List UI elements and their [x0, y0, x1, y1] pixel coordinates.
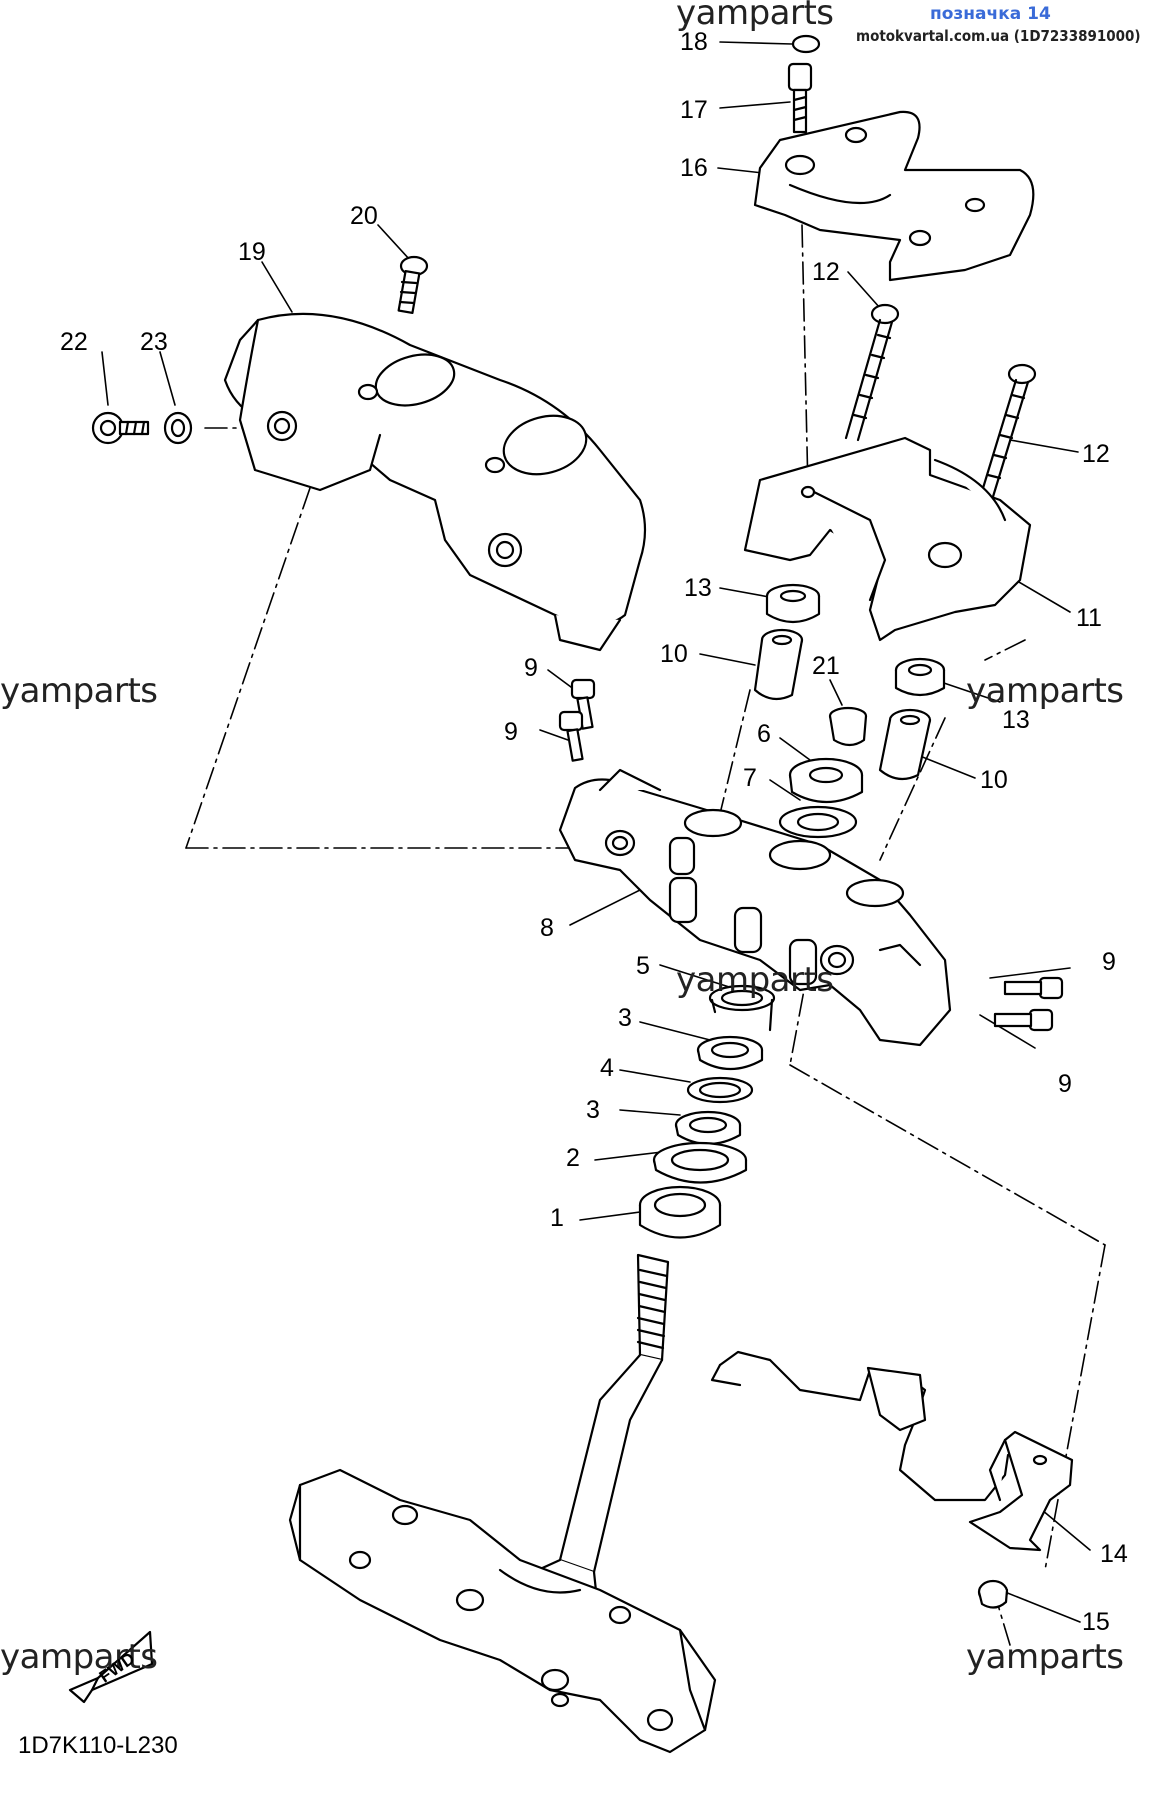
diagram-code: 1D7K110-L230	[18, 1732, 178, 1759]
callout-7: 7	[743, 764, 757, 792]
part-6-nut	[788, 757, 864, 803]
callout-11: 11	[1076, 604, 1102, 632]
callout-21: 21	[812, 652, 840, 680]
callout-2: 2	[566, 1144, 580, 1172]
part-7-washer	[778, 805, 858, 839]
callout-20: 20	[350, 202, 378, 230]
part-13-nut-left	[765, 583, 821, 624]
callout-15: 15	[1082, 1608, 1110, 1636]
callout-13-left: 13	[684, 574, 712, 602]
watermark: yamparts	[0, 671, 158, 711]
callout-12-upper: 12	[812, 258, 840, 286]
callout-6: 6	[757, 720, 771, 748]
callout-1: 1	[550, 1204, 564, 1232]
part-8-upper-bracket	[558, 768, 952, 1047]
lower-bracket	[288, 1468, 717, 1754]
callout-5: 5	[636, 952, 650, 980]
steering-stem	[503, 1253, 670, 1614]
part-17-bolt	[787, 62, 813, 134]
part-9-bolt-c	[1003, 976, 1064, 1000]
part-23-washer	[163, 411, 193, 445]
watermark: yamparts	[966, 1637, 1124, 1677]
part-22-bolt	[91, 411, 150, 445]
part-12-bolt-right	[978, 363, 1037, 502]
part-20-screw	[397, 255, 429, 315]
part-21-collar	[828, 706, 868, 747]
part-10-bushing-left	[753, 628, 804, 701]
part-4-washer	[686, 1076, 754, 1104]
part-18-cap	[791, 34, 821, 54]
part-14-bracket	[710, 1350, 1074, 1552]
callout-23: 23	[140, 328, 168, 356]
callout-12-lower: 12	[1082, 440, 1110, 468]
callout-4: 4	[600, 1054, 614, 1082]
part-1-bearing	[638, 1185, 722, 1239]
callout-9-d: 9	[1058, 1070, 1072, 1098]
part-3-ringnut-lower	[674, 1110, 742, 1145]
part-11-holder	[743, 436, 1032, 642]
watermark: yamparts	[0, 1637, 158, 1677]
watermark: yamparts	[966, 671, 1124, 711]
header-label: позначка 14	[930, 4, 1051, 24]
part-16-upper-clamp	[753, 110, 1035, 282]
part-10-bushing-right	[878, 708, 932, 781]
part-9-bolt-b	[558, 710, 584, 762]
callout-9-b: 9	[504, 718, 518, 746]
part-12-bolt-left	[844, 303, 900, 442]
part-3-ringnut-upper	[696, 1035, 764, 1070]
part-2-seal	[652, 1141, 748, 1184]
callout-16: 16	[680, 154, 708, 182]
callout-3-lower: 3	[586, 1096, 600, 1124]
callout-8: 8	[540, 914, 554, 942]
part-19-cover	[223, 312, 647, 652]
callout-14: 14	[1100, 1540, 1128, 1568]
watermark: yamparts	[676, 0, 834, 33]
callout-22: 22	[60, 328, 88, 356]
watermark: yamparts	[676, 960, 834, 1000]
part-9-bolt-d	[993, 1008, 1054, 1032]
callout-19: 19	[238, 238, 266, 266]
callout-9-a: 9	[524, 654, 538, 682]
callout-10-left: 10	[660, 640, 688, 668]
part-13-nut-right	[894, 657, 946, 697]
part-5-lockwasher	[708, 984, 776, 1032]
callout-18: 18	[680, 28, 708, 56]
callout-13-right: 13	[1002, 706, 1030, 734]
part-15-nut	[977, 1579, 1009, 1609]
callout-10-right: 10	[980, 766, 1008, 794]
callout-17: 17	[680, 96, 708, 124]
callout-9-c: 9	[1102, 948, 1116, 976]
callout-3-upper: 3	[618, 1004, 632, 1032]
fwd-arrow	[68, 1630, 154, 1704]
header-site: motokvartal.com.ua (1D7233891000)	[856, 27, 1141, 45]
